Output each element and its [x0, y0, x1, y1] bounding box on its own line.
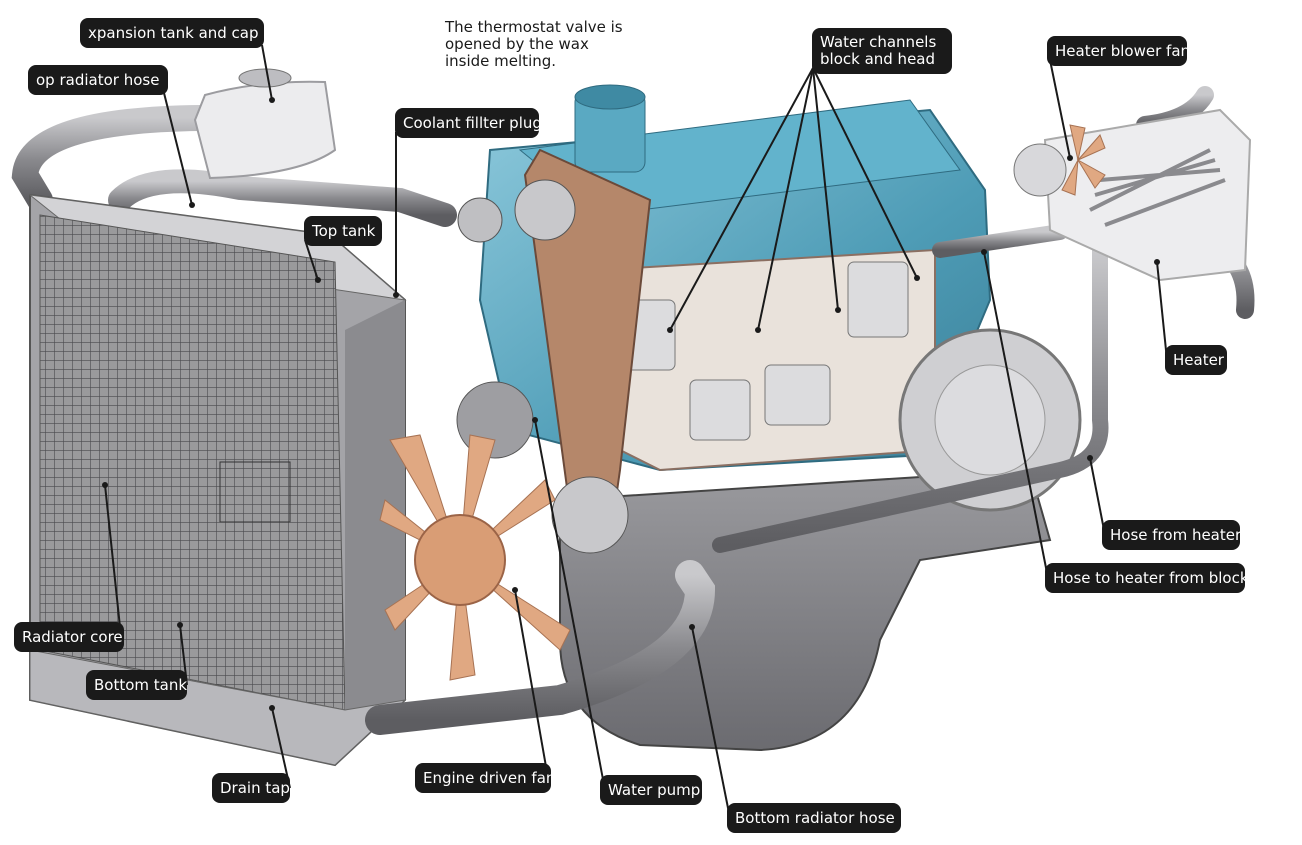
label-drain-tap: Drain tap: [212, 773, 290, 803]
expansion-tank-cap: [238, 68, 292, 88]
camshaft-pulley: [514, 179, 576, 241]
thermostat-note: The thermostat valve is opened by the wa…: [445, 19, 645, 70]
label-expansion-tank: xpansion tank and cap: [80, 18, 264, 48]
label-hose-from-heater: Hose from heater: [1102, 520, 1240, 550]
label-water-pump: Water pump: [600, 775, 702, 805]
label-water-channels: Water channels in block and head: [812, 28, 952, 74]
label-top-tank: Top tank: [304, 216, 382, 246]
leader-lines: [104, 44, 1168, 819]
top-hose-loop: [11, 105, 213, 213]
flywheel-hub: [934, 364, 1046, 476]
piston-4: [847, 261, 909, 338]
blower-motor: [1013, 143, 1067, 197]
expansion-tank: [193, 80, 337, 180]
label-water-channels-line-1: Water channels in: [820, 34, 942, 51]
thermostat-outlet: [574, 84, 646, 110]
water-pump-pulley: [456, 381, 534, 459]
piston-3: [764, 364, 831, 426]
label-engine-driven-fan: Engine driven fan: [415, 763, 551, 793]
thermostat: [457, 197, 503, 243]
hose-to-heater: [932, 224, 1068, 258]
hose-from-heater: [712, 242, 1109, 553]
label-hose-to-heater: Hose to heater from block: [1045, 563, 1245, 593]
label-bottom-radiator-hose: Bottom radiator hose: [727, 803, 901, 833]
label-heater-blower-fan: Heater blower fan: [1047, 36, 1187, 66]
thermostat-note-line-3: inside melting.: [445, 52, 557, 70]
piston-2: [689, 379, 751, 441]
engine-fan: [379, 434, 571, 681]
label-coolant-filler-plug: Coolant fillter plug: [395, 108, 539, 138]
thermostat-note-line-1: The thermostat valve is: [445, 18, 623, 36]
leader-dots: [102, 97, 1160, 711]
crankshaft-pulley: [551, 476, 629, 554]
heater-matrix: [1089, 148, 1226, 227]
radiator-side: [345, 300, 405, 710]
sump: [559, 468, 1052, 752]
label-bottom-tank: Bottom tank: [86, 670, 187, 700]
heater-blower-fan: [1061, 124, 1106, 196]
label-top-radiator-hose: op radiator hose: [28, 65, 168, 95]
radiator-cutaway: [219, 461, 291, 523]
label-water-channels-line-2: block and head: [820, 50, 936, 68]
label-radiator-core: Radiator core: [14, 622, 124, 652]
thermostat-note-line-2: opened by the wax: [445, 35, 589, 53]
bottom-radiator-hose: [365, 560, 716, 735]
heater-box: [1043, 108, 1252, 282]
top-radiator-hose: [108, 169, 457, 227]
label-heater: Heater: [1165, 345, 1227, 375]
